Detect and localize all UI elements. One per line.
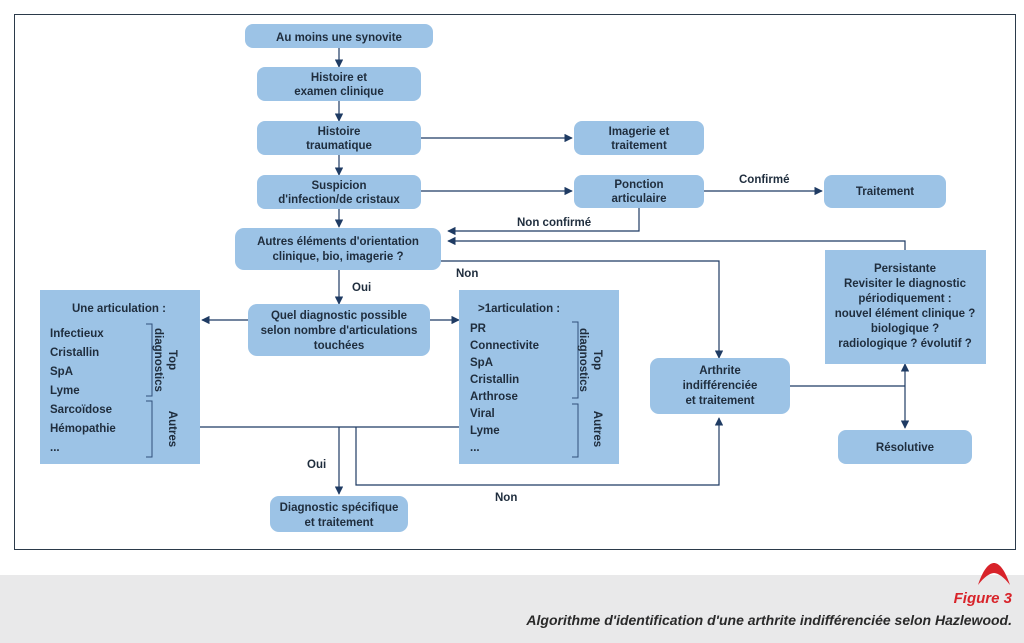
- node-synovite-label: Au moins une synovite: [276, 32, 402, 44]
- label-oui-2: Oui: [307, 459, 326, 471]
- une-item-5: Hémopathie: [50, 423, 116, 435]
- plus-top-bracket: [572, 321, 579, 399]
- une-articulation-title: Une articulation :: [72, 303, 166, 315]
- une-autres-label: Autres: [166, 411, 178, 447]
- node-arthrite-line1: Arthrite: [699, 365, 741, 377]
- node-histoire-line2: examen clinique: [294, 86, 383, 98]
- node-arthrite-line2: indifférenciée: [683, 380, 758, 392]
- node-autres-elements-line2: clinique, bio, imagerie ?: [273, 251, 404, 263]
- une-articulation-box: [40, 290, 200, 464]
- plus-item-4: Arthrose: [470, 391, 518, 403]
- node-traumatique-line1: Histoire: [318, 126, 361, 138]
- plus-top-label: Top diagnostics: [577, 328, 603, 392]
- une-item-4: Sarcoïdose: [50, 404, 112, 416]
- node-resolutive-box: [838, 430, 972, 464]
- node-quel-line2: selon nombre d'articulations: [261, 325, 418, 337]
- plus-item-3: Cristallin: [470, 374, 519, 386]
- plus-item-0: PR: [470, 323, 487, 335]
- svg-text:Top: Top: [591, 350, 603, 370]
- node-quel-line3: touchées: [314, 340, 365, 352]
- node-diagnostic-line2: et traitement: [304, 517, 373, 529]
- une-item-0: Infectieux: [50, 328, 104, 340]
- node-traumatique-line2: traumatique: [306, 140, 372, 152]
- node-imagerie-line2: traitement: [611, 140, 667, 152]
- une-top-bracket: [146, 323, 153, 397]
- node-histoire-box: [257, 67, 421, 101]
- svg-text:diagnostics: diagnostics: [152, 328, 164, 392]
- node-imagerie-box: [574, 121, 704, 155]
- plus-item-5: Viral: [470, 408, 495, 420]
- svg-text:Autres: Autres: [591, 411, 603, 447]
- node-persistante-line1: Persistante: [874, 263, 936, 275]
- node-traitement-label: Traitement: [856, 186, 914, 198]
- svg-text:diagnostics: diagnostics: [577, 328, 589, 392]
- node-traumatique-box: [257, 121, 421, 155]
- publisher-logo-icon: [978, 563, 1010, 585]
- svg-text:Autres: Autres: [166, 411, 178, 447]
- node-persistante-line6: radiologique ? évolutif ?: [838, 338, 972, 350]
- label-non-2: Non: [495, 492, 517, 504]
- plus-autres-bracket: [572, 403, 579, 458]
- node-arthrite-box: [650, 358, 790, 414]
- node-persistante-line4: nouvel élément clinique ?: [835, 308, 976, 320]
- node-persistante-line5: biologique ?: [871, 323, 939, 335]
- edge-autres-arthrite-non: [441, 260, 724, 359]
- node-ponction-line1: Ponction: [614, 179, 663, 191]
- node-ponction-box: [574, 175, 704, 208]
- node-resolutive-label: Résolutive: [876, 442, 934, 454]
- une-item-1: Cristallin: [50, 347, 99, 359]
- node-ponction-line2: articulaire: [612, 193, 667, 205]
- une-item-3: Lyme: [50, 385, 80, 397]
- node-quel-diagnostic-box: [248, 304, 430, 356]
- plus-item-1: Connectivite: [470, 340, 539, 352]
- node-persistante-box: [825, 250, 986, 364]
- caption-number: Figure 3: [953, 590, 1012, 607]
- edge-lists-arthrite-non: [355, 417, 724, 486]
- plus-articulation-box: [459, 290, 619, 464]
- plus-item-6: Lyme: [470, 425, 500, 437]
- node-diagnostic-line1: Diagnostic spécifique: [280, 502, 399, 514]
- caption-text: Algorithme d'identification d'une arthri…: [526, 612, 1012, 628]
- node-suspicion-line2: d'infection/de cristaux: [278, 194, 400, 206]
- node-arthrite-line3: et traitement: [685, 395, 754, 407]
- node-autres-elements-line1: Autres éléments d'orientation: [257, 236, 419, 248]
- une-item-2: SpA: [50, 366, 73, 378]
- label-oui-1: Oui: [352, 282, 371, 294]
- node-diagnostic-specifique-box: [270, 496, 408, 532]
- plus-item-2: SpA: [470, 357, 493, 369]
- node-persistante-line2: Revisiter le diagnostic: [844, 278, 967, 290]
- label-confirme: Confirmé: [739, 174, 789, 186]
- node-persistante-line3: périodiquement :: [858, 293, 951, 305]
- label-non-1: Non: [456, 268, 478, 280]
- edge-persistante-autres: [447, 236, 906, 250]
- une-autres-bracket: [146, 400, 153, 458]
- edge-ponction-non-confirme: [447, 208, 640, 236]
- label-non-confirme: Non confirmé: [517, 217, 591, 229]
- une-top-label: Top diagnostics: [152, 328, 178, 392]
- plus-articulation-title: >1articulation :: [478, 303, 560, 315]
- une-item-6: ...: [50, 442, 60, 454]
- node-synovite-box: [245, 24, 433, 48]
- node-quel-line1: Quel diagnostic possible: [271, 310, 407, 322]
- svg-text:Top: Top: [166, 350, 178, 370]
- node-autres-elements-box: [235, 228, 441, 270]
- node-traitement-box: [824, 175, 946, 208]
- node-histoire-line1: Histoire et: [311, 72, 367, 84]
- node-suspicion-line1: Suspicion: [312, 180, 367, 192]
- footer-band: [0, 575, 1024, 643]
- plus-autres-label: Autres: [591, 411, 603, 447]
- node-suspicion-box: [257, 175, 421, 209]
- node-imagerie-line1: Imagerie et: [609, 126, 670, 138]
- plus-item-7: ...: [470, 442, 480, 454]
